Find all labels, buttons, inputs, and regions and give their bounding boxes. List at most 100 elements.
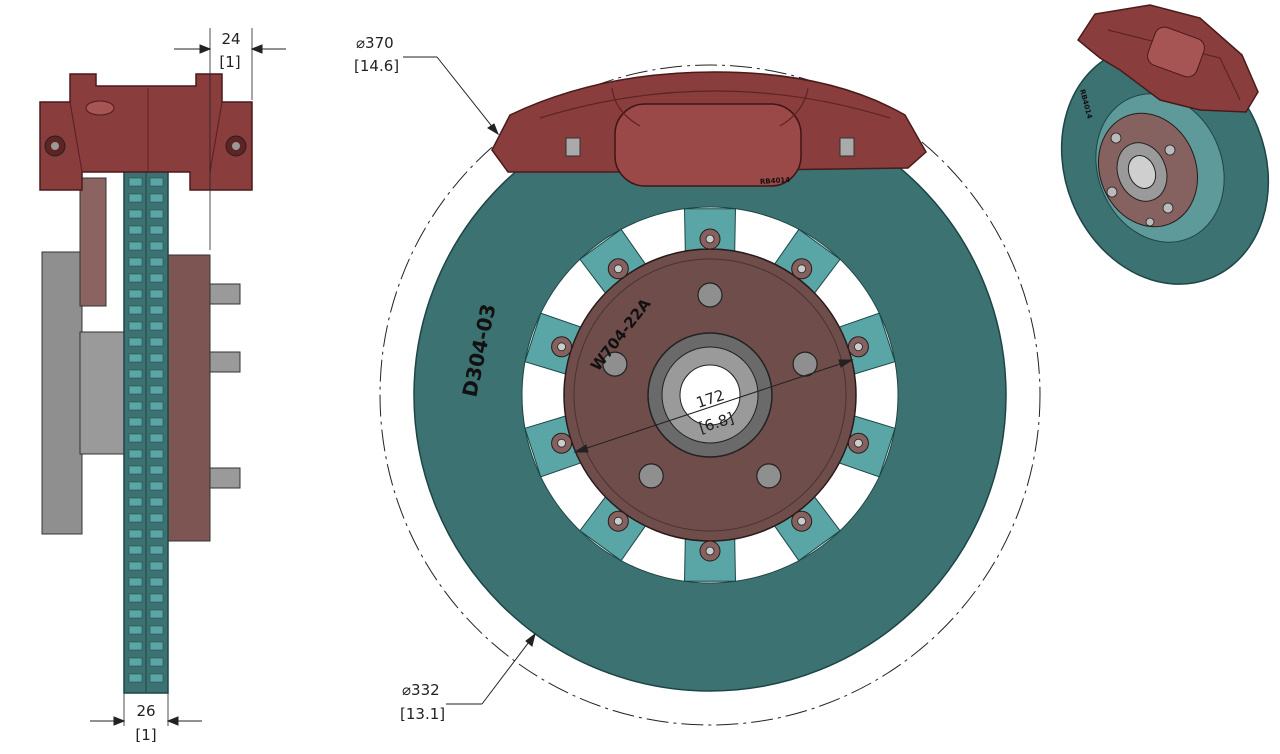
caliper-marking: RB4014 (760, 176, 791, 186)
vane-slot (128, 273, 143, 283)
bobbin-bolt (797, 264, 807, 274)
vane-slot (128, 193, 143, 203)
dim-rotor-diameter-metric: ⌀332 (402, 681, 440, 699)
dim-clearance-leader (403, 56, 500, 136)
vane-slot (128, 545, 143, 555)
stud-hole (638, 463, 664, 489)
bobbin-bolt (854, 342, 863, 352)
vane-slot (149, 241, 164, 251)
bobbin-bolt (557, 438, 566, 448)
vane-slot (149, 209, 164, 219)
vane-slot (149, 609, 164, 619)
vane-slot (149, 369, 164, 379)
wheel-stud-holes (602, 282, 818, 489)
stud-hole (602, 351, 628, 377)
dim-rotor-diameter-leader (446, 632, 536, 705)
vane-slot (128, 657, 143, 667)
vane-slot (149, 449, 164, 459)
vane-slot (149, 625, 164, 635)
vane-slot (128, 481, 143, 491)
bobbin-bolt (557, 342, 566, 352)
vane-slot (128, 321, 143, 331)
dim-bolt-circle (573, 359, 854, 453)
vane-slot (128, 513, 143, 523)
vane-slot (149, 289, 164, 299)
stud-hole (756, 463, 782, 489)
vane-slot (149, 497, 164, 507)
vane-slot (149, 193, 164, 203)
vane-slot (128, 433, 143, 443)
hat-profile (167, 254, 211, 542)
vane-slot (128, 673, 143, 683)
dim-caliper-width (174, 28, 286, 250)
dim-caliper-width-imperial: [1] (219, 53, 240, 71)
vane-slot (128, 289, 143, 299)
front-view: 172 [6.8] D304-03 W704-22A RB4014 ⌀370 [… (354, 34, 1041, 726)
isometric-view: RB4014 (1060, 4, 1270, 285)
vane-slot (128, 209, 143, 219)
vane-slot (128, 417, 143, 427)
bobbin-bolt (854, 438, 863, 448)
vane-slot (149, 561, 164, 571)
vane-slot (128, 401, 143, 411)
stud-hole (697, 282, 723, 308)
bobbin-bolt (705, 546, 715, 556)
vane-slot (149, 433, 164, 443)
vane-slot (149, 513, 164, 523)
vane-slot (149, 673, 164, 683)
vane-slot (149, 465, 164, 475)
vane-slot (128, 577, 143, 587)
rotor-vanes (128, 177, 164, 683)
caliper-pad-window (614, 103, 802, 187)
vane-slot (128, 257, 143, 267)
dim-clearance-imperial: [14.6] (354, 57, 399, 75)
vane-slot (149, 545, 164, 555)
dim-rotor-diameter-imperial: [13.1] (400, 705, 445, 723)
vane-slot (149, 321, 164, 331)
vane-slot (128, 353, 143, 363)
vane-slot (128, 561, 143, 571)
vane-slot (128, 449, 143, 459)
vane-slot (149, 593, 164, 603)
vane-slot (128, 465, 143, 475)
vane-slot (128, 385, 143, 395)
caliper-clearance-circle (379, 64, 1041, 726)
caliper-side (39, 73, 253, 191)
vane-slot (128, 625, 143, 635)
vane-slot (128, 529, 143, 539)
vane-slot (149, 641, 164, 651)
vane-slot (128, 641, 143, 651)
iso-studs (1106, 132, 1176, 227)
vane-slot (149, 481, 164, 491)
vane-slot (128, 225, 143, 235)
hub-body (79, 331, 127, 455)
vane-slot (128, 497, 143, 507)
bobbin-bolt (797, 516, 807, 526)
vane-slot (128, 177, 143, 187)
caliper-bracket (79, 177, 107, 307)
vane-slot (128, 337, 143, 347)
center-bore (679, 364, 741, 426)
dim-caliper-width-metric: 24 (221, 30, 240, 48)
dim-rotor-thickness-metric: 26 (136, 702, 155, 720)
vane-slot (128, 369, 143, 379)
vane-slot (149, 273, 164, 283)
side-view: 24 [1] 26 [1] (39, 28, 286, 744)
vane-slot (128, 241, 143, 251)
vane-slot (149, 225, 164, 235)
dim-rotor-thickness-imperial: [1] (135, 726, 156, 744)
vane-slot (149, 257, 164, 267)
dim-rotor-thickness (90, 693, 202, 726)
hat-bobbins (551, 228, 869, 562)
bobbin-bolt (705, 234, 715, 244)
bobbin-bolt (613, 264, 623, 274)
hub-flange-rear (41, 251, 83, 535)
wheel-studs-side (209, 283, 241, 489)
vane-slot (149, 529, 164, 539)
bobbin-bolt (613, 516, 623, 526)
vane-slot (149, 337, 164, 347)
vane-slot (149, 577, 164, 587)
vane-slot (149, 177, 164, 187)
vane-slot (149, 385, 164, 395)
vane-slot (128, 305, 143, 315)
